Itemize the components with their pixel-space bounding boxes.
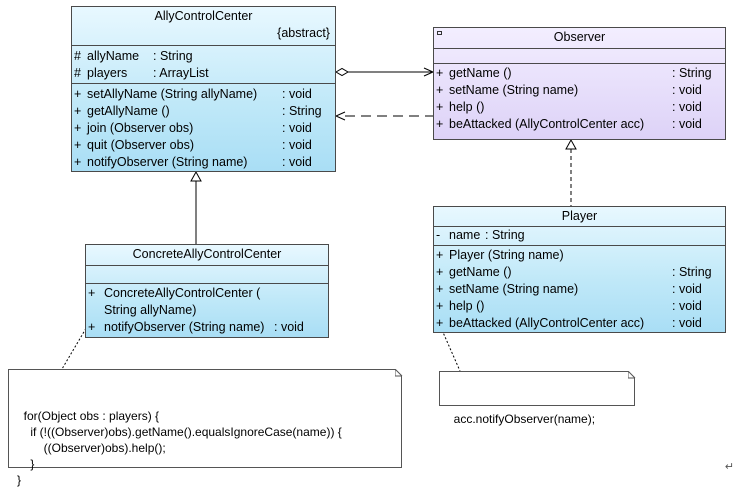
operation-row: + setName (String name) : void xyxy=(436,282,702,296)
operation-row: + help () : void xyxy=(436,299,702,313)
operation-row: + getName () : String xyxy=(436,66,712,80)
note-fold-corner xyxy=(395,369,403,377)
class-header: ConcreteAllyControlCenter xyxy=(86,245,328,266)
operation-row: + setAllyName (String allyName) : void xyxy=(74,87,312,101)
attributes-section: - name : String xyxy=(434,227,725,246)
attribute-row: - name : String xyxy=(436,228,525,242)
dependency-connector xyxy=(334,111,433,121)
operation-row: + Player (String name) xyxy=(436,248,564,262)
note-fold-corner xyxy=(628,371,636,379)
operation-row: + getName () : String xyxy=(436,265,712,279)
code-note-be-attacked[interactable]: acc.notifyObserver(name); xyxy=(439,371,636,426)
attribute-row: # players : ArrayList xyxy=(74,66,209,80)
class-title: Observer xyxy=(553,30,606,44)
class-player[interactable]: Player - name : String + Player (String … xyxy=(433,206,726,333)
class-header: AllyControlCenter {abstract} xyxy=(72,7,335,46)
class-concrete-ally-control-center[interactable]: ConcreteAllyControlCenter + ConcreteAlly… xyxy=(85,244,329,338)
interface-icon xyxy=(437,31,442,35)
attribute-row: # allyName : String xyxy=(74,49,193,63)
interface-observer[interactable]: Observer + getName () : String + setName… xyxy=(433,27,726,140)
operation-row: + getAllyName () : String xyxy=(74,104,322,118)
class-title: Player xyxy=(561,209,598,223)
note-anchor-concrete xyxy=(61,324,89,370)
note-code-text: acc.notifyObserver(name); xyxy=(453,412,596,426)
operations-section: + ConcreteAllyControlCenter ( String all… xyxy=(86,284,328,336)
class-header: Player xyxy=(434,207,725,227)
operations-section: + setAllyName (String allyName) : void +… xyxy=(72,84,335,171)
class-header: Observer xyxy=(434,28,725,49)
relationship-lines xyxy=(61,67,577,372)
operation-row: + notifyObserver (String name) : void xyxy=(74,155,312,169)
operation-row: + quit (Observer obs) : void xyxy=(74,138,312,152)
operation-row: + setName (String name) : void xyxy=(436,83,702,97)
note-anchor-player xyxy=(441,329,461,372)
attributes-section xyxy=(86,266,328,284)
class-title: AllyControlCenter xyxy=(154,9,253,23)
operation-row: + join (Observer obs) : void xyxy=(74,121,312,135)
generalization-connector xyxy=(190,170,202,244)
aggregation-connector xyxy=(335,67,435,77)
text-cursor-icon: ↵ xyxy=(724,461,734,473)
operation-row: + beAttacked (AllyControlCenter acc) : v… xyxy=(436,117,702,131)
class-ally-control-center[interactable]: AllyControlCenter {abstract} # allyName … xyxy=(71,6,336,172)
operation-row: + ConcreteAllyControlCenter ( xyxy=(88,286,261,300)
attributes-section xyxy=(434,49,725,64)
code-note-notify-observer[interactable]: for(Object obs : players) { if (!((Obser… xyxy=(8,369,403,487)
attributes-section: # allyName : String # players : ArrayLis… xyxy=(72,46,335,84)
operations-section: + getName () : String + setName (String … xyxy=(434,64,725,133)
note-code-text: for(Object obs : players) { if (!((Obser… xyxy=(17,409,342,487)
abstract-stereotype: {abstract} xyxy=(277,26,330,40)
operation-row: + help () : void xyxy=(436,100,702,114)
operation-row: String allyName) xyxy=(104,303,197,317)
operation-row: + notifyObserver (String name) : void xyxy=(88,320,304,334)
class-title: ConcreteAllyControlCenter xyxy=(132,247,282,261)
operations-section: + Player (String name) + getName () : St… xyxy=(434,246,725,332)
realization-connector xyxy=(565,138,577,206)
operation-row: + beAttacked (AllyControlCenter acc) : v… xyxy=(436,316,702,330)
